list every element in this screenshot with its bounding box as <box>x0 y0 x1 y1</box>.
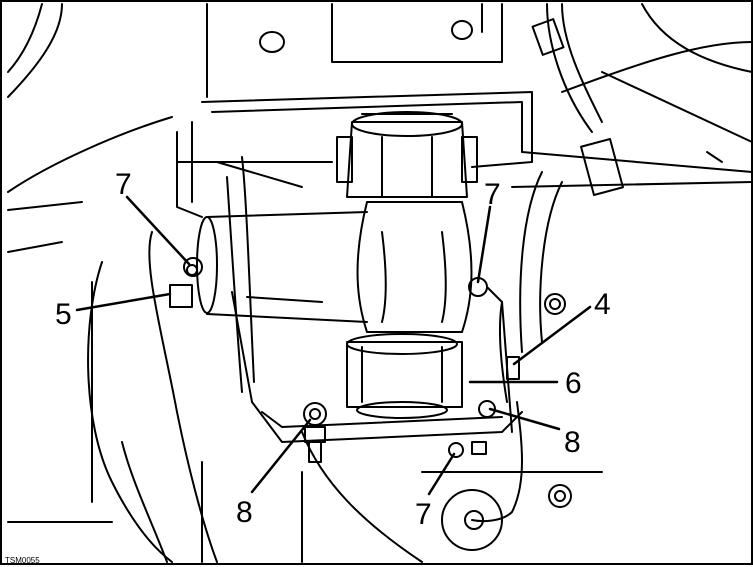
compressor-cylinder <box>196 201 473 333</box>
figure-code: TSM0055 <box>5 556 40 565</box>
callout-6: 6 <box>565 367 582 400</box>
top-fitting <box>336 111 478 198</box>
upper-bracket <box>176 91 533 218</box>
callout-7-top-right: 7 <box>484 178 501 211</box>
callout-7-bottom: 7 <box>415 498 432 531</box>
callout-8-right: 8 <box>564 426 581 459</box>
callout-4: 4 <box>594 288 611 321</box>
callout-5: 5 <box>55 298 72 331</box>
fasteners <box>169 257 572 508</box>
callout-8-bottom-left: 8 <box>236 496 253 529</box>
lower-bracket <box>231 286 523 443</box>
callout-7-top-left: 7 <box>115 168 132 201</box>
leader-lines <box>75 195 592 496</box>
chassis-frame <box>7 3 753 563</box>
wiring-harness <box>148 3 624 563</box>
grommet <box>441 489 503 551</box>
bottom-fitting <box>346 333 463 419</box>
